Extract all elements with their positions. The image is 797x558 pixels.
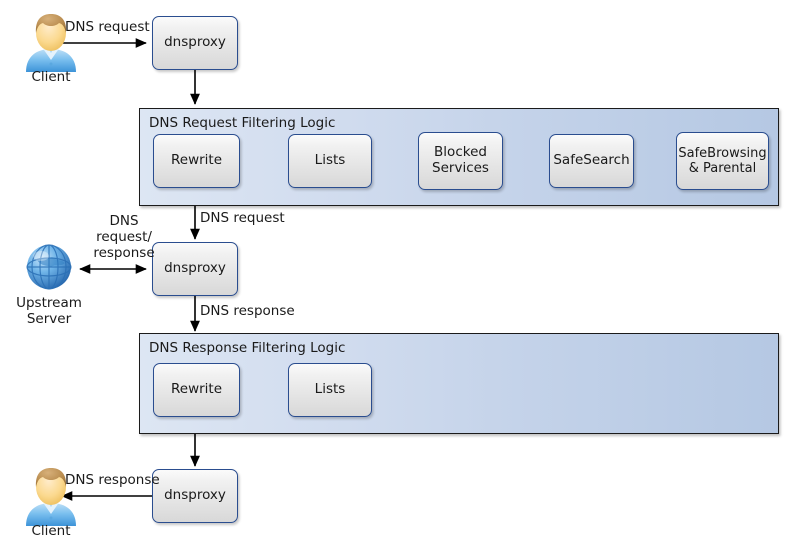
- upstream-server-label: Upstream Server: [16, 295, 82, 327]
- dnsproxy-node-top[interactable]: dnsproxy: [152, 16, 238, 70]
- response-stage-lists[interactable]: Lists: [288, 363, 372, 417]
- response-stage-rewrite[interactable]: Rewrite: [153, 363, 240, 417]
- user-avatar-icon: [26, 14, 76, 72]
- request-stage-safesearch[interactable]: SafeSearch: [549, 134, 634, 188]
- request-stage-safebrowsing-parental[interactable]: SafeBrowsing & Parental: [676, 132, 769, 190]
- dns-response-filtering-title: DNS Response Filtering Logic: [149, 340, 346, 356]
- user-avatar-icon: [26, 468, 76, 526]
- request-stage-lists[interactable]: Lists: [288, 134, 372, 188]
- dnsproxy-node-middle[interactable]: dnsproxy: [152, 242, 238, 296]
- client-bottom-label: Client: [31, 523, 71, 539]
- edge-label-proxy-to-client: DNS response: [65, 472, 160, 488]
- dns-response-filtering-group: DNS Response Filtering Logic: [139, 333, 779, 434]
- edge-label-client-to-proxy: DNS request: [65, 19, 150, 35]
- edge-label-upstream-exchange: DNS request/ response: [93, 213, 155, 261]
- edge-label-proxy-to-response-group: DNS response: [200, 303, 295, 319]
- dns-request-filtering-title: DNS Request Filtering Logic: [149, 115, 336, 131]
- client-top-label: Client: [31, 69, 71, 85]
- dnsproxy-node-bottom[interactable]: dnsproxy: [152, 469, 238, 523]
- request-stage-rewrite[interactable]: Rewrite: [153, 134, 240, 188]
- globe-icon: [26, 244, 72, 290]
- edge-label-request-group-to-proxy: DNS request: [200, 210, 285, 226]
- request-stage-blocked-services[interactable]: Blocked Services: [418, 132, 503, 190]
